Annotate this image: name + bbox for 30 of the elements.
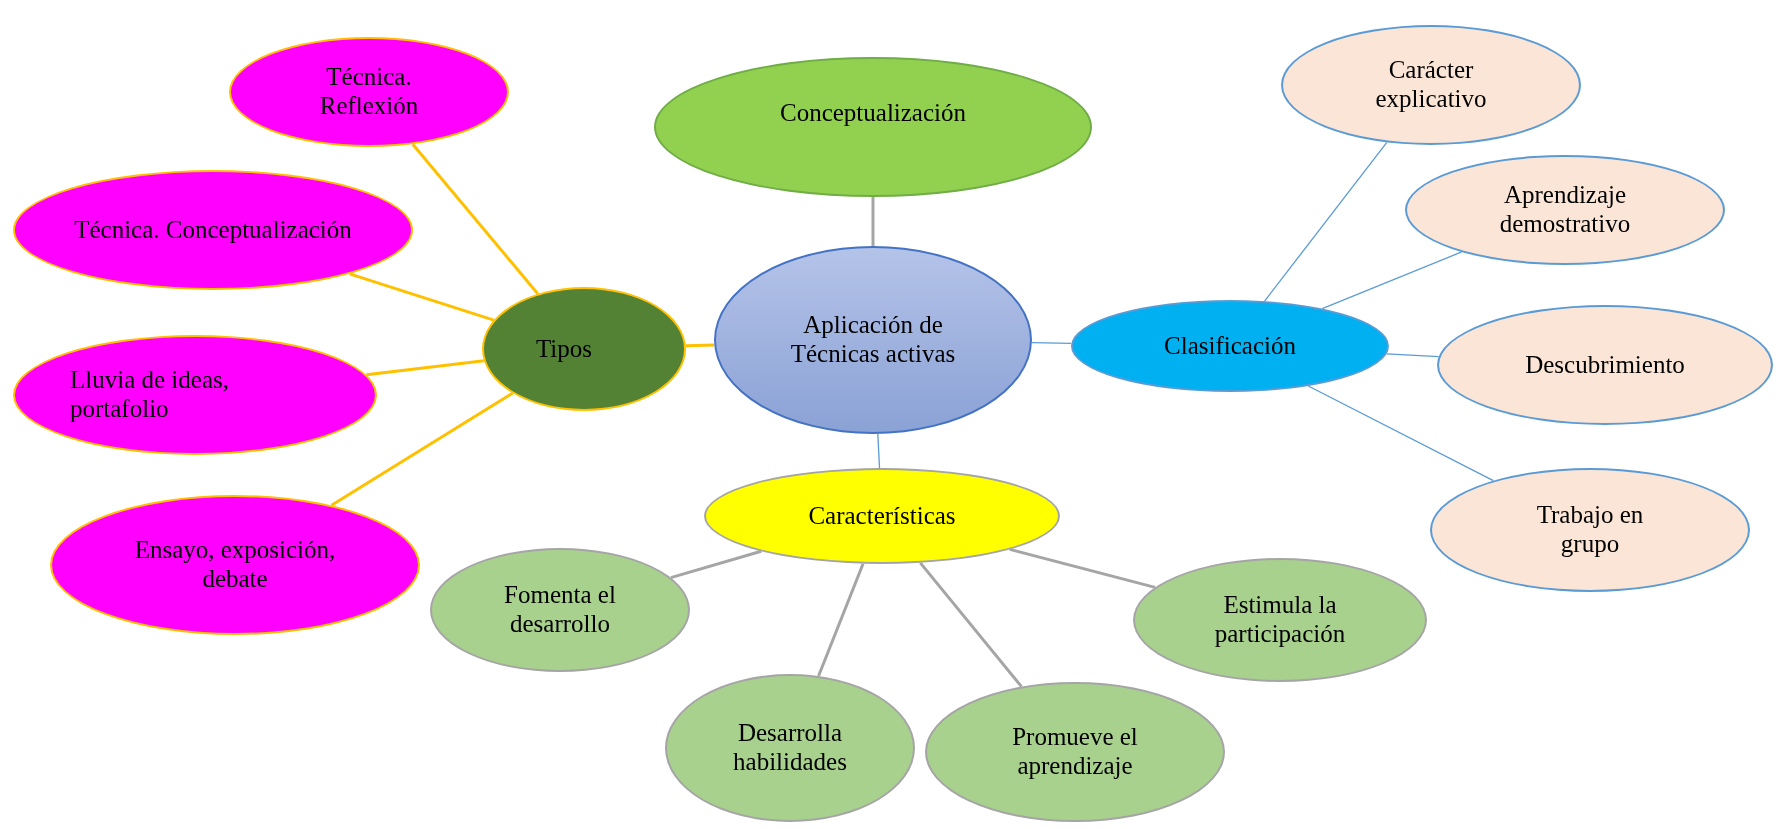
node-text: Conceptualización xyxy=(778,98,967,128)
node-text: Lluvia de ideas, portafolio xyxy=(70,366,230,424)
connector-line xyxy=(330,391,514,507)
connector-line xyxy=(1307,385,1494,482)
node-text: Trabajo en grupo xyxy=(1535,501,1645,559)
connector-line xyxy=(1321,251,1463,310)
connector-line xyxy=(919,561,1023,688)
connector-line xyxy=(349,272,495,322)
connector-line xyxy=(366,359,485,377)
node-text: Desarrolla habilidades xyxy=(732,719,848,777)
connector-line xyxy=(877,433,881,469)
connector-line xyxy=(817,563,865,677)
connector-line xyxy=(1031,342,1072,344)
node-text: Tipos xyxy=(534,334,594,364)
node-text: Clasificación xyxy=(1163,331,1297,361)
node-text: Características xyxy=(807,501,957,531)
node-text: Técnica. Reflexión xyxy=(318,63,420,121)
node-text: Técnica. Conceptualización xyxy=(73,215,353,245)
connector-line xyxy=(685,343,715,348)
connector-line xyxy=(1009,547,1156,589)
node-text: Promueve el aprendizaje xyxy=(1011,723,1139,781)
node-text: Fomenta el desarrollo xyxy=(503,581,617,639)
node-text: Estimula la participación xyxy=(1213,591,1347,649)
node-text: Descubrimiento xyxy=(1524,350,1686,380)
node-text: Aplicación de Técnicas activas xyxy=(789,311,957,369)
node-text: Carácter explicativo xyxy=(1374,56,1488,114)
connector-line xyxy=(871,197,875,246)
node-text: Aprendizaje demostrativo xyxy=(1498,181,1632,239)
node-text: Ensayo, exposición, debate xyxy=(133,536,337,594)
connector-line xyxy=(670,549,762,580)
